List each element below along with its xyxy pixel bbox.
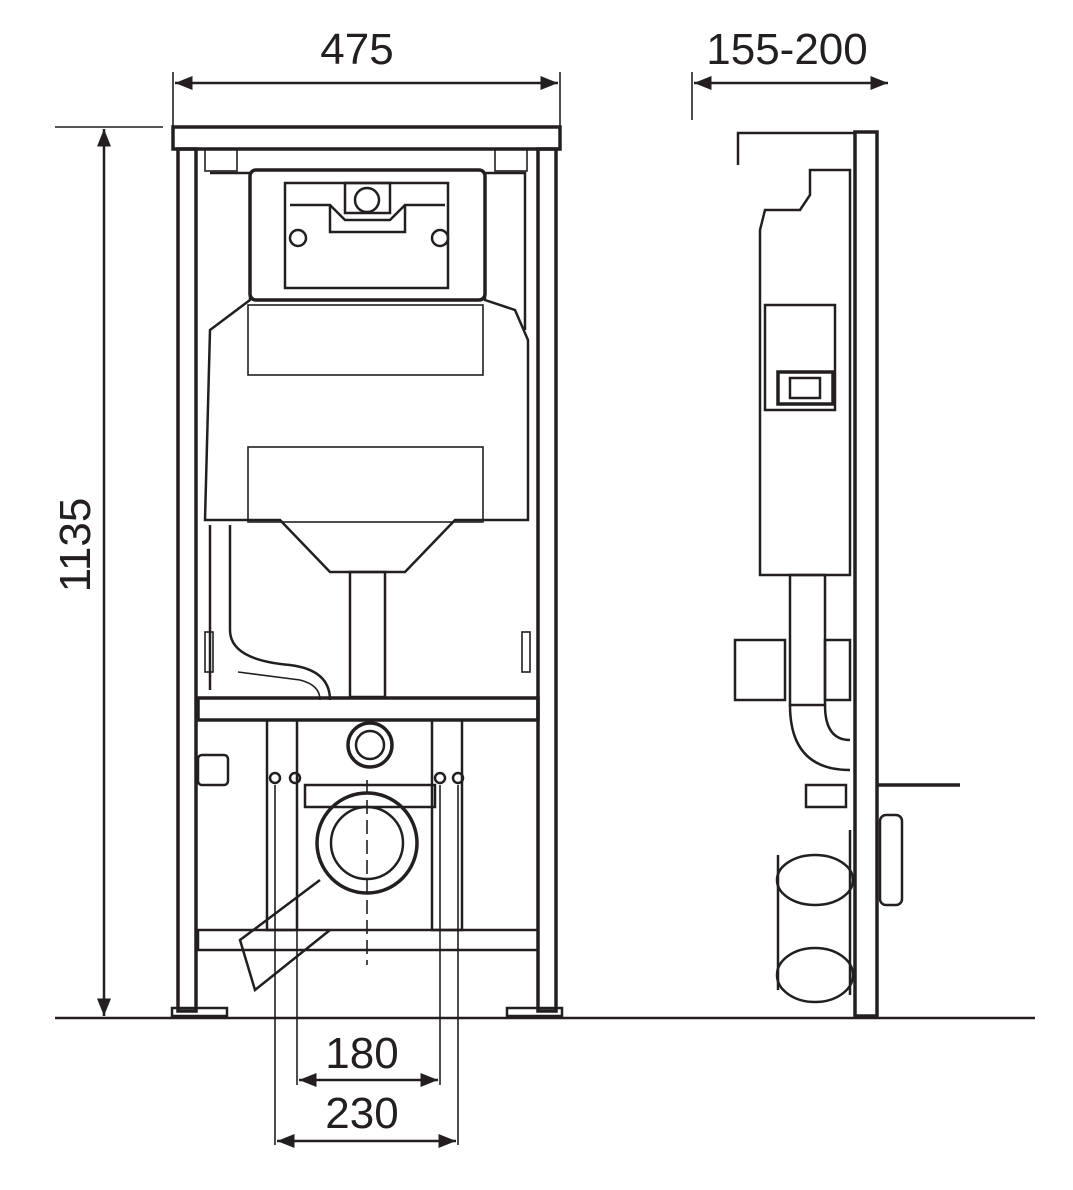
side-view bbox=[733, 130, 960, 1018]
dimension-depth: 155-200 bbox=[691, 25, 888, 120]
height-label: 1135 bbox=[51, 498, 100, 593]
front-view bbox=[170, 125, 564, 1018]
dimension-height: 1135 bbox=[51, 126, 163, 1016]
bolt-230-label: 230 bbox=[325, 1089, 398, 1138]
dimension-bolt-180: 180 bbox=[296, 785, 441, 1087]
dimension-width: 475 bbox=[172, 25, 561, 127]
dimension-bolt-230: 230 bbox=[274, 785, 459, 1148]
width-label: 475 bbox=[320, 25, 393, 74]
bolt-180-label: 180 bbox=[325, 1029, 398, 1078]
depth-label: 155-200 bbox=[706, 25, 867, 74]
